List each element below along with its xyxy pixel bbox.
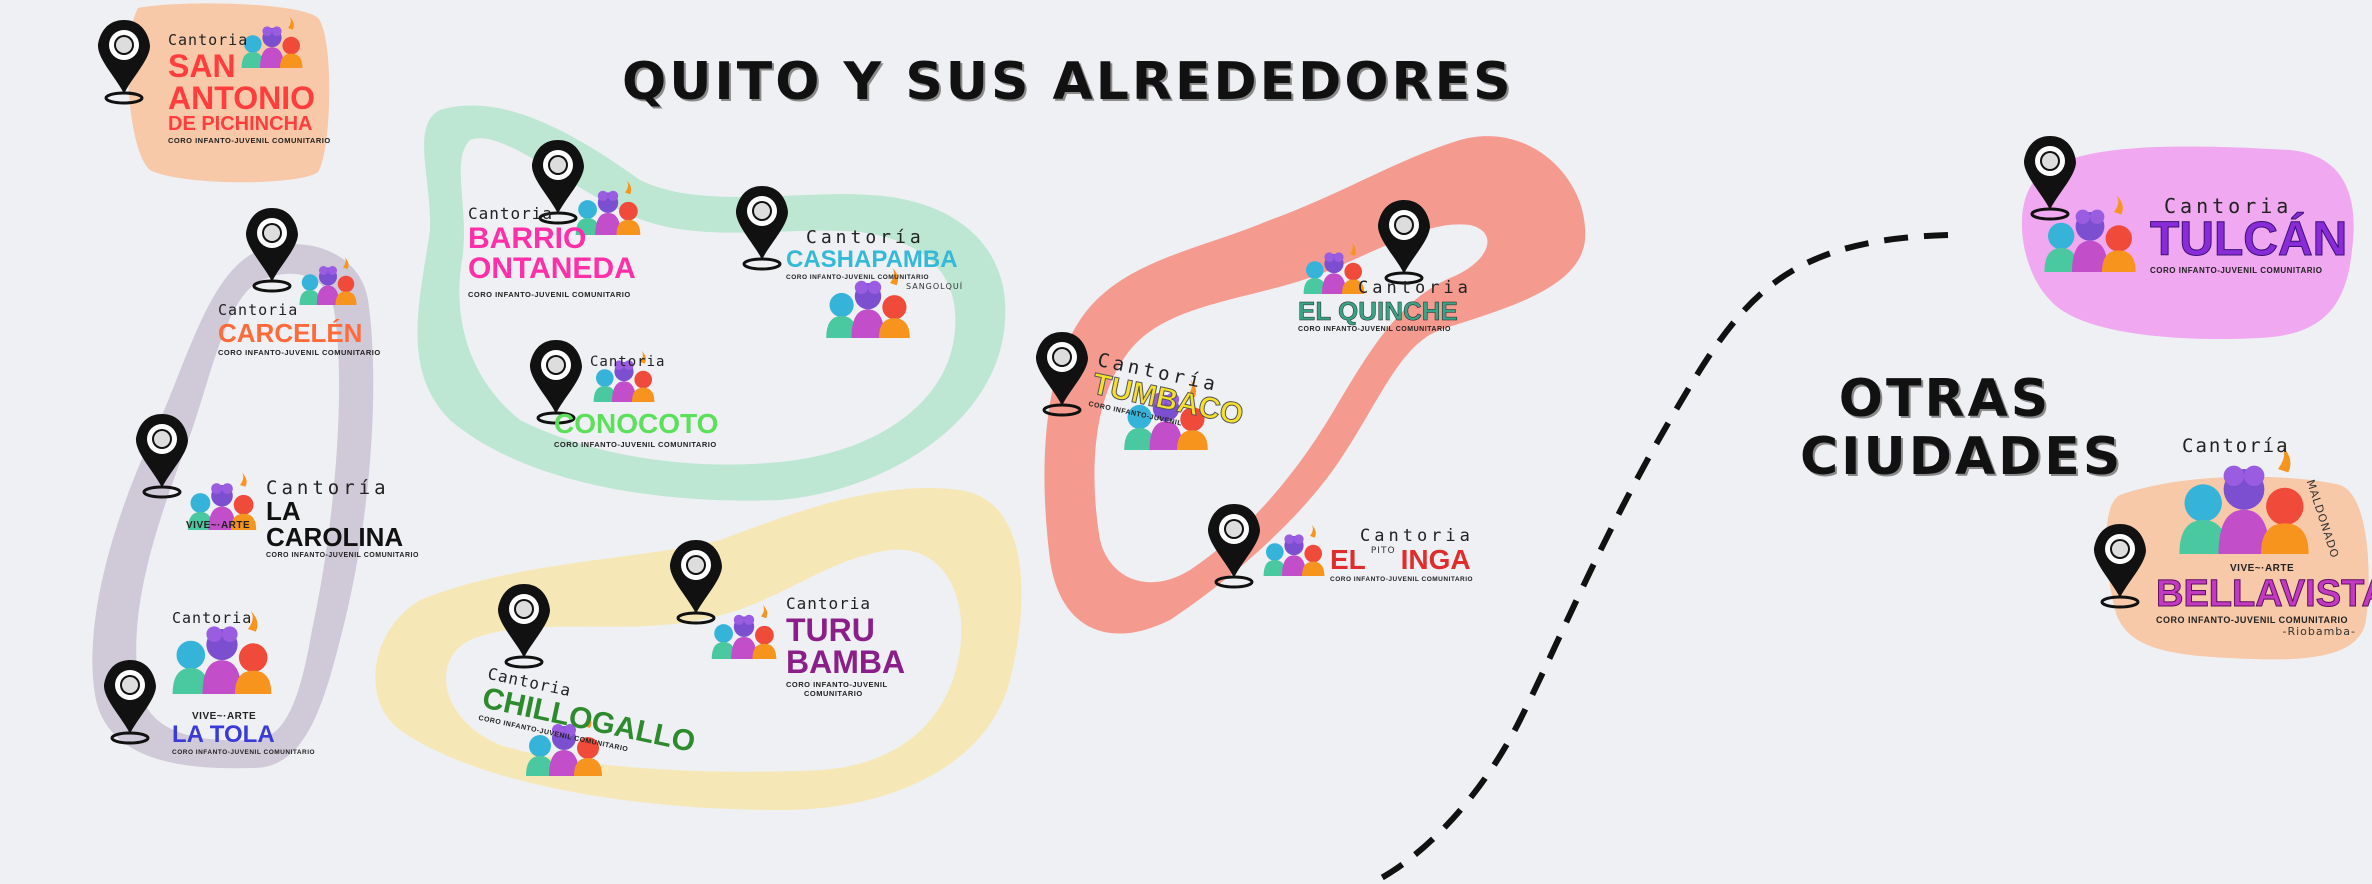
logo-pre-text: Cantoría [806,227,925,248]
logo-subtitle: CORO INFANTO-JUVENIL COMUNITARIO [1330,576,1474,583]
logo-la-tola-name: VIVE~·ARTE LA TOLA CORO INFANTO-JUVENIL … [172,704,332,756]
logo-la-tola: Cantoria [172,608,312,628]
pin-icon [734,184,790,271]
logo-note: -Riobamba- [2282,625,2356,638]
logo-turubamba: Cantoria TURU BAMBA CORO INFANTO-JUVENIL… [786,594,906,698]
logo-pre-text: Cantoria [468,204,554,223]
blob-oriente-red [1044,136,1586,634]
logo-pre-text: Cantoria [2164,194,2293,218]
title-line: CIUDADES [1800,427,2124,487]
logo-name: EL [1330,544,1366,575]
logo-conocoto: CONOCOTO CORO INFANTO-JUVENIL COMUNITARI… [554,408,719,450]
logo-barrio-ontaneda: Cantoria BARRIO ONTANEDA CORO INFANTO-JU… [468,204,658,299]
logo-bellavista: VIVE~·ARTE BELLAVISTA CORO INFANTO-JUVEN… [2156,556,2372,638]
logo-name: INGA [1400,544,1471,575]
pin-icon [496,582,552,669]
logo-subtitle: CORO INFANTO-JUVENIL COMUNITARIO [786,274,930,281]
logo-name: ONTANEDA [468,252,636,285]
logo-name: BAMBA [786,644,906,680]
logo-subtitle: CORO INFANTO-JUVENIL COMUNITARIO [554,440,717,449]
logo-pre-text: Cantoria [590,354,666,370]
logo-pre-text: Cantoria [172,609,253,627]
logo-subtitle: CORO INFANTO-JUVENIL COMUNITARIO [2156,615,2349,625]
logo-pre-text: Cantoria [168,31,249,49]
logo-tulcan: Cantoria TULCÁN CORO INFANTO-JUVENIL COM… [2150,194,2348,275]
logo-name: CARCELÉN [218,318,363,348]
logo-subtitle: CORO INFANTO-JUVENIL COMUNITARIO [266,552,419,559]
logo-pre-text: Cantoría [266,477,390,499]
logo-name: DE PICHINCHA [168,113,313,135]
kids-illustration [2179,445,2309,554]
logo-pre-text: Cantoria [1358,278,1472,298]
blob-tulcan [2021,146,2354,340]
page-title: QUITO Y SUS ALREDEDORES [622,52,1514,112]
route-dashed [1368,232,1949,884]
logo-subtitle: CORO INFANTO-JUVENIL COMUNITARIO [1298,326,1451,333]
logo-subtitle: CORO INFANTO-JUVENIL COMUNITARIO [168,136,331,145]
logo-vive-arte: VIVE~·ARTE [2230,563,2295,574]
logo-subtitle: CORO INFANTO-JUVENIL [786,680,888,689]
logo-pre-text: Cantoria [1360,526,1474,546]
logo-name: EL QUINCHE [1298,296,1458,326]
logo-bellavista-head: Cantoría [2182,436,2342,456]
logo-name: LA TOLA [172,721,275,748]
logo-subtitle: COMUNITARIO [804,689,863,698]
logo-subtitle: CORO INFANTO-JUVENIL COMUNITARIO [2150,266,2323,275]
pin-icon [1376,198,1432,285]
logo-name: TULCÁN [2150,213,2348,266]
logo-carcelen: Cantoria CARCELÉN CORO INFANTO-JUVENIL C… [218,300,388,357]
logo-subtitle: CORO INFANTO-JUVENIL COMUNITARIO [468,290,631,299]
logo-vive-arte: VIVE~·ARTE [186,520,251,531]
blob-san-antonio [128,3,330,183]
logo-name: ANTONIO [168,80,315,116]
blob-bellavista [2106,476,2369,660]
logo-el-quinche: Cantoria EL QUINCHE CORO INFANTO-JUVENIL… [1298,278,1472,333]
logo-name: CONOCOTO [554,408,719,439]
logo-san-antonio: Cantoria SAN ANTONIO DE PICHINCHA CORO I… [168,30,331,145]
logo-name: BARRIO [468,222,587,255]
logo-vive-arte: VIVE~·ARTE [192,711,257,722]
logo-pre-text: Cantoría [2182,435,2290,457]
blob-valle-green [417,105,1006,501]
logo-name-group: EL PITO INGA [1330,546,1480,574]
logo-pre-text: Cantoria [786,594,872,613]
logo-la-carolina: Cantoría LA CAROLINA CORO INFANTO-JUVENI… [266,478,426,559]
logo-name: LA CAROLINA [266,496,404,552]
logo-pre-text: Cantoria [218,301,299,319]
logo-name: SAN [168,48,236,84]
logo-tag: SANGOLQUÍ [906,282,964,291]
logo-name: CASHAPAMBA [786,246,958,273]
logo-el-inga: Cantoria EL PITO INGA CORO INFANTO-JUVEN… [1330,526,1480,583]
logo-name: BELLAVISTA [2156,573,2372,615]
title-line: OTRAS [1838,369,2052,429]
logo-name: TURU [786,612,875,648]
logo-cashapamba: Cantoría CASHAPAMBA SANGOLQUÍ CORO INFAN… [786,227,962,292]
logo-subtitle: CORO INFANTO-JUVENIL COMUNITARIO [218,348,381,357]
logo-subtitle: CORO INFANTO-JUVENIL COMUNITARIO [172,749,316,756]
blob-sur-yellow [375,488,1022,810]
section-title-otras-ciudades: OTRAS CIUDADES [1800,369,2124,487]
logo-tag: PITO [1370,546,1396,556]
